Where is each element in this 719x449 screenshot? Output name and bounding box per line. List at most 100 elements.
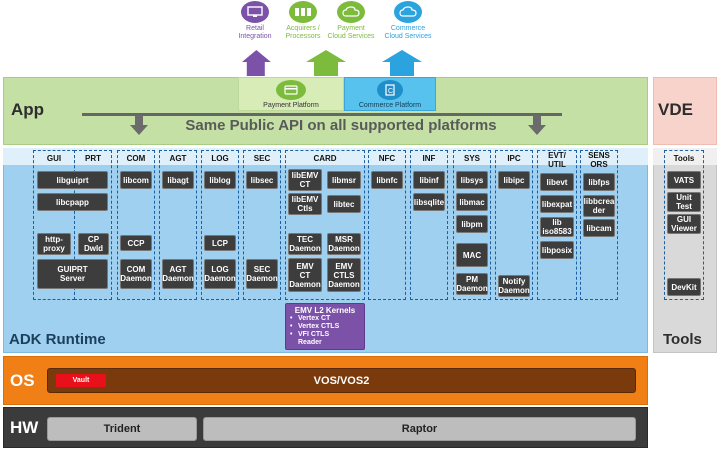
vault-badge: Vault [56,374,106,387]
cloud-icon [394,1,422,23]
emv-kernel-item: •VFI CTLS Reader [290,331,330,346]
commerce-platform: C Commerce Platform [344,77,436,111]
blue-up-arrow [382,50,422,76]
tools-band [653,148,717,353]
libcpapp-box: libcpapp [37,193,108,211]
tools-label: Tools [663,331,702,348]
service-label: Commerce Cloud Services [384,25,432,40]
acquirers-processors-service: Acquirers / Processors [278,1,328,41]
log-column [201,150,239,300]
devkit-box: DevKit [667,278,701,296]
card-column-head: CARD [313,154,337,163]
inf-column-head: INF [422,154,436,163]
os-band-extension [653,356,717,405]
card-column [285,150,365,300]
vos-label: VOS/VOS2 [313,374,370,387]
down-arrow-right [528,115,546,135]
log-column-head: LOG [211,154,229,163]
sensors-column-head: SENS ORS [588,151,610,169]
evt-column [537,150,577,300]
lib-iso8583-box: lib iso8583 [540,217,574,237]
raptor-label: Raptor [401,423,438,435]
libsys-box: libsys [456,171,488,189]
sys-column [453,150,491,300]
service-label: Payment Cloud Services [327,25,375,40]
sec-column-head: SEC [253,154,271,163]
commerce-platform-label: Commerce Platform [358,102,422,109]
purple-up-arrow [242,50,271,76]
gui-viewer-box: GUI Viewer [667,214,701,234]
nfc-column-head: NFC [378,154,396,163]
service-label: Retail Integration [238,25,272,40]
payment-platform-label: Payment Platform [263,102,319,109]
libipc-box: libipc [498,171,530,189]
tools-top-strip [653,148,717,165]
evt-column-head: EVT/ UTIL [548,151,566,169]
libbcreader-box: libbcrea der [583,195,615,217]
libagt-box: libagt [162,171,194,189]
guiprt-server-box: GUIPRT Server [37,259,108,289]
payment-platform-icon [276,80,306,100]
cp-dwld-box: CP Dwld [78,233,109,255]
cloud-icon [337,1,365,23]
notify-daemon-box: Notify Daemon [498,275,530,297]
commerce-platform-icon: C [377,80,403,100]
libcam-box: libcam [583,219,615,237]
libinf-box: libinf [413,171,445,189]
raptor-bar: Raptor [203,417,636,441]
tools-column-head: Tools [673,154,695,163]
vault-label: Vault [72,377,90,384]
libsec-box: libsec [246,171,278,189]
up-arrows [242,50,422,76]
sys-column-head: SYS [463,154,480,163]
emv-ct-daemon-box: EMV CT Daemon [288,258,322,292]
vde-band [653,77,717,145]
api-line [82,113,562,116]
gui-column-head: GUI [46,154,62,163]
sensors-column [580,150,618,300]
vde-label: VDE [658,100,693,119]
libemv-ct-box: libEMV CT [288,169,322,191]
retail-integration-service: Retail Integration [230,1,280,41]
libtec-box: libtec [327,195,361,213]
trident-bar: Trident [47,417,197,441]
libmsr-box: libmsr [327,171,361,189]
vos-bar: VOS/VOS2 [47,368,636,393]
unit-test-box: Unit Test [667,192,701,212]
com-column [117,150,155,300]
libposix-box: libposix [540,241,574,259]
com-daemon-box: COM Daemon [120,259,152,289]
http-proxy-box: http- proxy [37,233,71,255]
agt-column-head: AGT [169,154,187,163]
service-label: Acquirers / Processors [285,25,321,40]
emv-kernel-item: •Vertex CTLS [290,323,340,330]
prt-column-head: PRT [85,154,101,163]
ipc-column-head: IPC [507,154,521,163]
runtime-label: ADK Runtime [9,331,106,348]
prt-column [74,150,112,300]
svg-text:C: C [388,88,393,95]
emv-kernel-item: •Vertex CT [290,315,331,322]
emv-l2-kernels: EMV L2 Kernels •Vertex CT •Vertex CTLS •… [285,303,365,350]
libsqlite-box: libsqlite [413,193,445,211]
sec-column [243,150,281,300]
down-arrow-left [130,115,148,135]
tec-daemon-box: TEC Daemon [288,233,322,255]
libmac-box: libmac [456,193,488,211]
libpm-box: libpm [456,215,488,233]
agt-column [159,150,197,300]
green-up-arrow [306,50,346,76]
log-daemon-box: LOG Daemon [204,259,236,289]
mac-box: MAC [456,243,488,267]
libguiprt-box: libguiprt [37,171,108,189]
libfps-box: libfps [583,173,615,191]
libevt-box: libevt [540,173,574,191]
api-text: Same Public API on all supported platfor… [185,117,497,134]
ipc-column [495,150,533,300]
msr-daemon-box: MSR Daemon [327,233,361,255]
monitor-icon [241,1,269,23]
network-icon [289,1,317,23]
libnfc-box: libnfc [371,171,403,189]
agt-daemon-box: AGT Daemon [162,259,194,289]
commerce-cloud-services: Commerce Cloud Services [380,1,436,41]
